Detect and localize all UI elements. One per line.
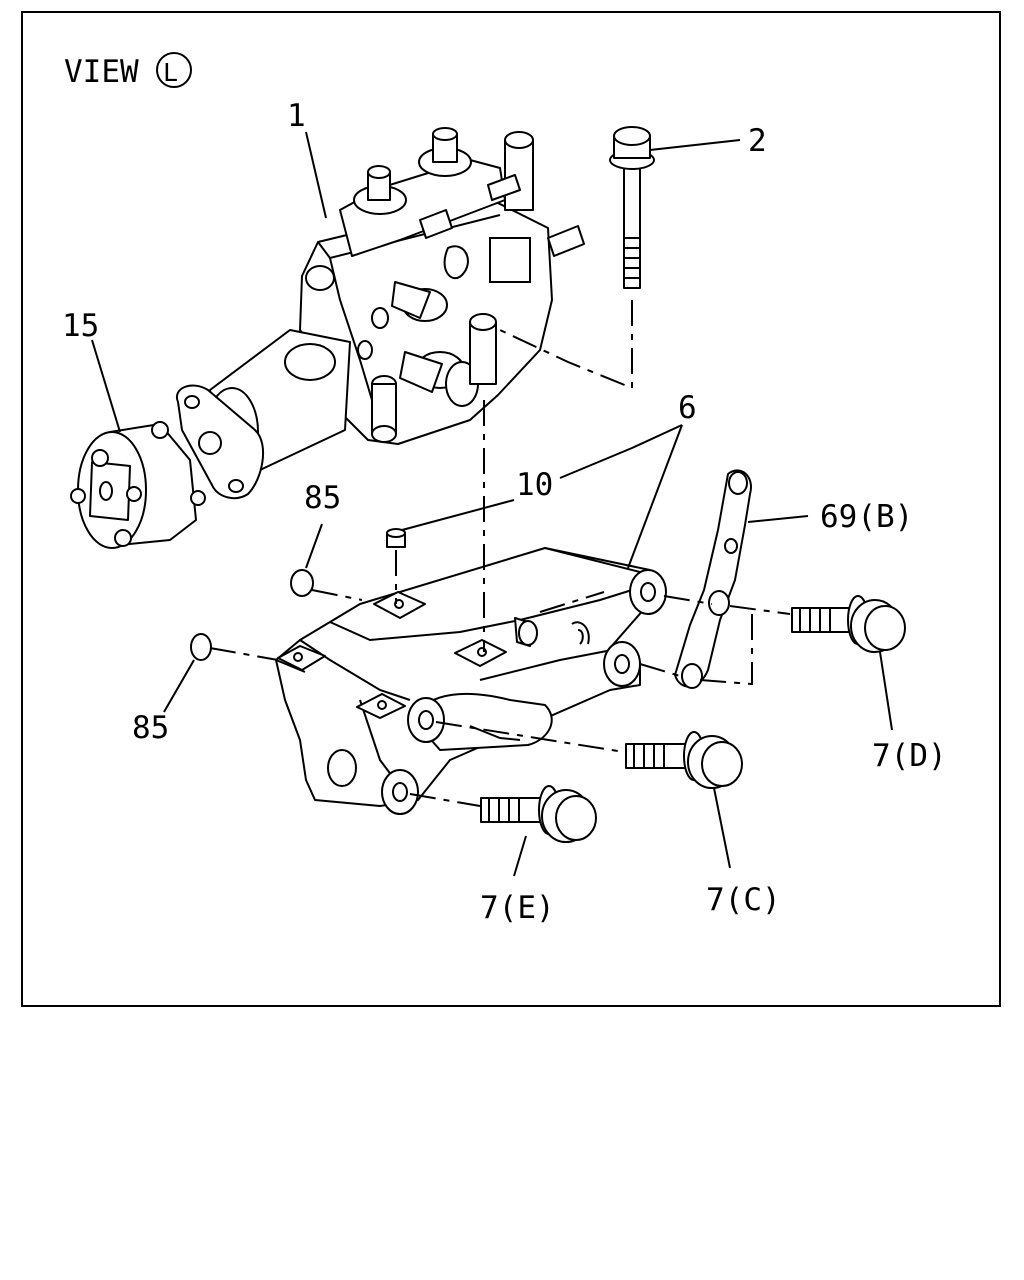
bolt-7d (791, 595, 906, 653)
view-title: VIEW L (64, 52, 192, 90)
coupling-hub (70, 421, 206, 549)
callout-10: 10 (516, 467, 553, 503)
pump-bracket (275, 547, 667, 815)
callout-15: 15 (62, 308, 99, 344)
diagram-frame (21, 11, 1001, 1007)
o-ring-lower (190, 633, 212, 661)
callout-7e: 7(E) (480, 890, 555, 926)
view-circle-icon (156, 52, 192, 88)
long-bolt (609, 126, 655, 289)
assembly-center-lines (209, 300, 791, 807)
view-prefix-text: VIEW (64, 54, 139, 90)
link-plate (674, 469, 752, 689)
dowel-pin (386, 528, 406, 548)
callout-2: 2 (748, 123, 767, 159)
callout-69b: 69(B) (820, 499, 913, 535)
o-ring-upper (290, 569, 314, 597)
callout-6: 6 (678, 390, 697, 426)
callouts: 1 2 15 6 10 85 69(B) 85 7(D) 7(C) 7(E) (62, 98, 947, 926)
leader-lines (91, 131, 893, 877)
callout-85-lower: 85 (132, 710, 169, 746)
callout-7c: 7(C) (706, 882, 781, 918)
bolt-7c (625, 731, 743, 789)
view-letter-text: L (163, 58, 178, 87)
callout-85-upper: 85 (304, 480, 341, 516)
injection-pump (175, 127, 585, 500)
callout-7d: 7(D) (872, 738, 947, 774)
bolt-7e (480, 785, 597, 843)
callout-1: 1 (287, 98, 306, 134)
